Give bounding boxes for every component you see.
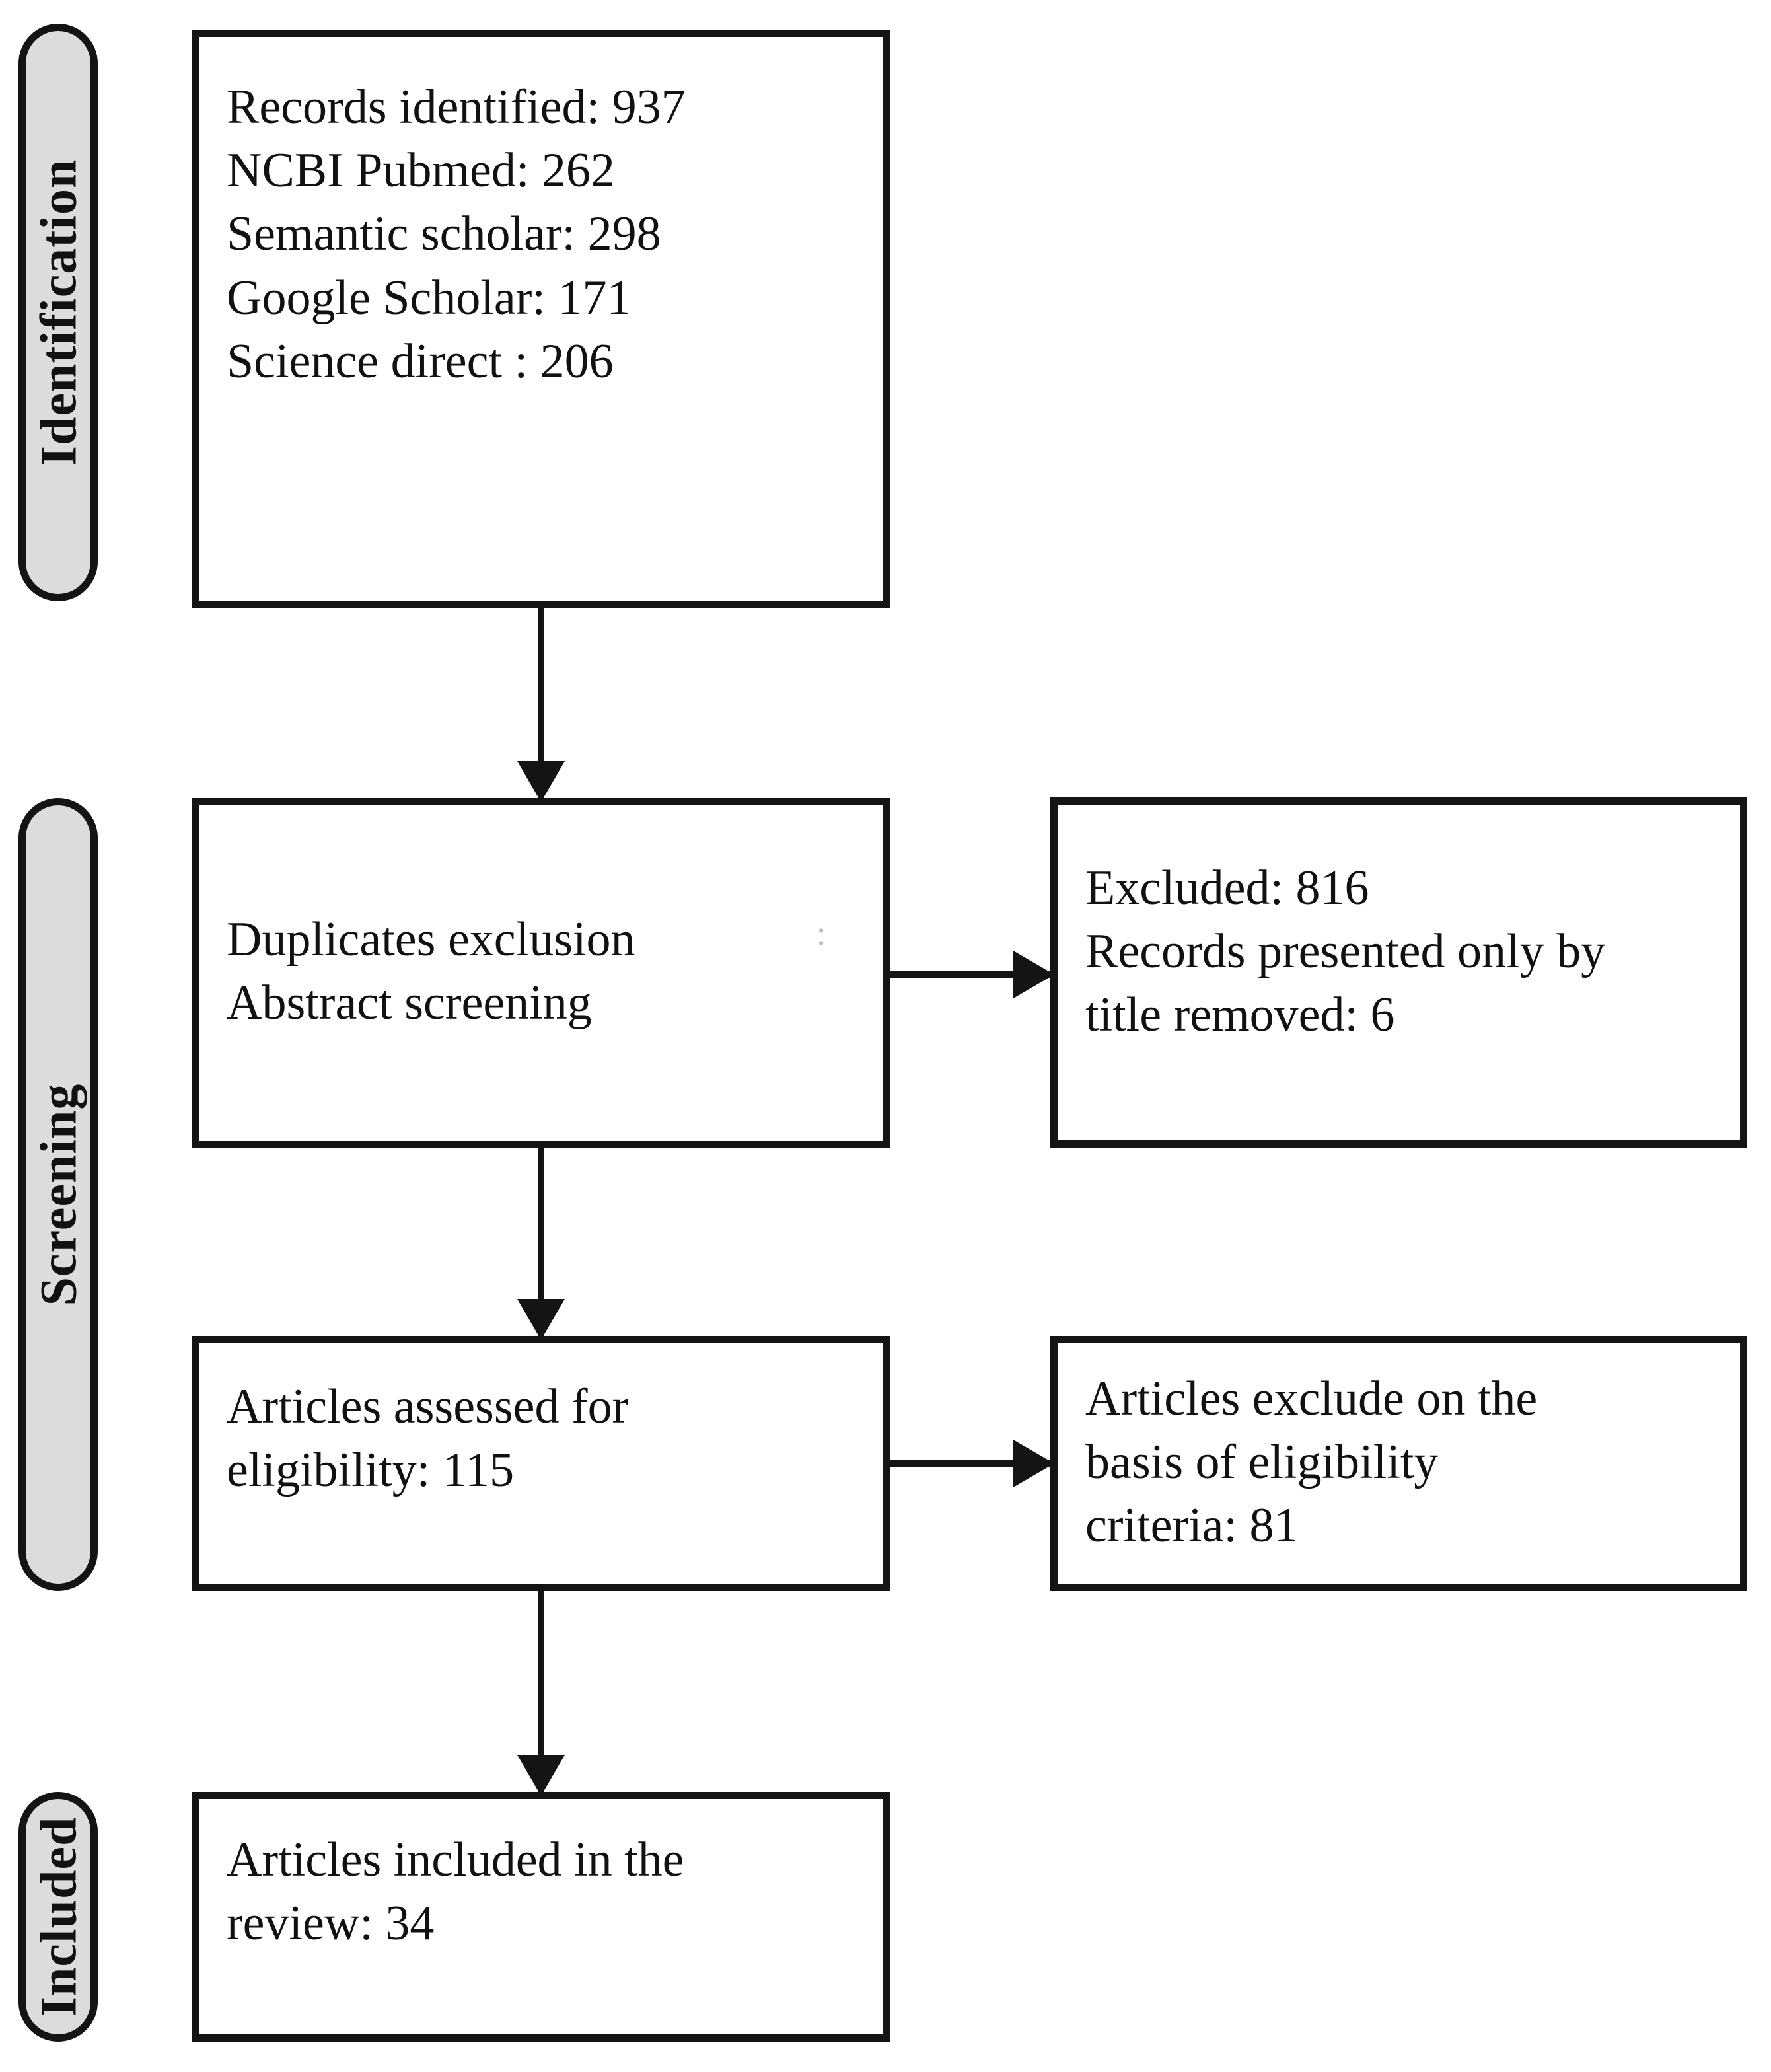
box-duplicates-screening-text: Duplicates exclusion Abstract screening [227,908,867,1035]
box-included-review-text: Articles included in the review: 34 [227,1828,867,1955]
text-line: Semantic scholar: 298 [227,207,661,262]
text-line: Duplicates exclusion [227,912,635,967]
text-line: eligibility: 115 [227,1443,515,1498]
box-records-identified-text: Records identified: 937 NCBI Pubmed: 262… [227,75,867,393]
text-line: review: 34 [227,1896,435,1951]
arrowhead-down-icon [517,1299,565,1340]
text-line: Articles assessed for [227,1380,629,1434]
box-excluded-eligibility: Articles exclude on the basis of eligibi… [1050,1336,1747,1591]
arrow-screening-to-excluded [890,951,1054,998]
box-duplicates-screening: Duplicates exclusion Abstract screening [192,798,890,1148]
box-excluded-screening: Excluded: 816 Records presented only by … [1050,797,1747,1148]
box-excluded-screening-text: Excluded: 816 Records presented only by … [1085,856,1724,1047]
text-line: Excluded: 816 [1085,861,1369,915]
arrowhead-down-icon [517,761,565,802]
scan-artifact-mark: : [816,915,826,953]
box-assessed-eligibility: Articles assessed for eligibility: 115 [192,1336,890,1591]
arrowhead-right-icon [1013,1440,1054,1487]
text-line: Articles exclude on the [1085,1372,1538,1426]
text-line: criteria: 81 [1085,1498,1299,1553]
stage-label-screening: Screening [29,1083,87,1306]
text-line: Articles included in the [227,1833,684,1887]
box-included-review: Articles included in the review: 34 [192,1792,890,2042]
box-records-identified: Records identified: 937 NCBI Pubmed: 262… [192,30,890,608]
box-excluded-eligibility-text: Articles exclude on the basis of eligibi… [1085,1367,1724,1558]
arrow-screening-to-eligibility [517,1148,565,1340]
text-line: basis of eligibility [1085,1435,1439,1490]
arrow-eligibility-to-included [517,1591,565,1796]
text-line: Google Scholar: 171 [227,270,632,325]
arrow-identification-to-screening [517,608,565,802]
text-line: Records presented only by [1085,924,1606,979]
text-line: NCBI Pubmed: 262 [227,143,615,198]
text-line: title removed: 6 [1085,988,1395,1043]
arrowhead-right-icon [1013,951,1054,998]
text-line: Records identified: 937 [227,80,686,134]
text-line: Science direct : 206 [227,334,614,388]
stage-pill-screening: Screening [18,798,98,1591]
box-assessed-eligibility-text: Articles assessed for eligibility: 115 [227,1375,867,1502]
stage-label-identification: Identification [29,159,87,466]
stage-label-included: Included [29,1816,87,2017]
arrow-eligibility-to-excluded [890,1440,1054,1487]
stage-pill-included: Included [18,1792,98,2042]
stage-pill-identification: Identification [18,24,98,601]
arrowhead-down-icon [517,1755,565,1796]
text-line: Abstract screening [227,976,592,1031]
